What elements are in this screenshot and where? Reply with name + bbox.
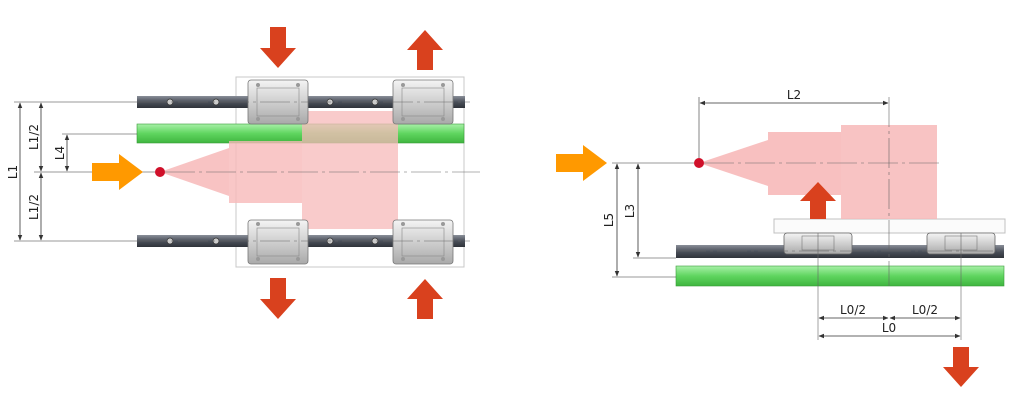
red-up-arrow-icon — [800, 182, 836, 219]
label-L3: L3 — [623, 204, 637, 218]
orange-right-arrow-icon — [556, 145, 607, 181]
red-down-arrow-icon — [260, 278, 296, 319]
red-up-arrow-icon — [407, 30, 443, 70]
label-L1-half-top: L1/2 — [27, 124, 41, 150]
label-L0-half-left: L0/2 — [840, 303, 866, 317]
label-L5: L5 — [602, 213, 616, 227]
red-up-arrow-icon — [407, 279, 443, 319]
guide-block — [392, 219, 454, 265]
label-L1-half-bottom: L1/2 — [27, 194, 41, 220]
green-rail — [136, 123, 465, 144]
green-rail — [675, 265, 1005, 287]
label-L4: L4 — [53, 146, 67, 160]
label-L0-half-right: L0/2 — [912, 303, 938, 317]
tool-rear-body — [302, 111, 398, 229]
red-down-arrow-icon — [260, 27, 296, 68]
label-L0: L0 — [882, 321, 896, 335]
guide-block — [392, 79, 454, 125]
label-L2: L2 — [787, 88, 801, 102]
tool-front-body — [768, 132, 841, 195]
label-L1: L1 — [6, 165, 20, 179]
red-down-arrow-icon — [943, 347, 979, 387]
top-view: L1 L1/2 L1/2 L4 — [6, 27, 480, 319]
side-view: L2 L5 L3 L0/2 L0/2 L0 — [556, 88, 1006, 387]
guide-block — [247, 219, 309, 265]
tool-tip-point — [155, 167, 165, 177]
table-plate — [773, 218, 1006, 234]
tool-tip-point — [694, 158, 704, 168]
orange-right-arrow-icon — [92, 154, 143, 190]
